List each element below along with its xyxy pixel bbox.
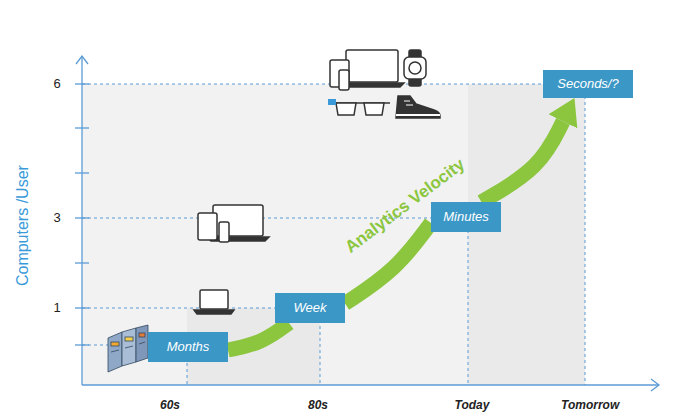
mainframe-cabinet <box>108 332 122 372</box>
axis-category: 80s <box>308 398 328 412</box>
axis-arrow <box>651 379 659 391</box>
phone-icon <box>339 70 349 90</box>
glasses-lens <box>336 103 356 115</box>
mainframe-cabinet <box>136 325 148 362</box>
axis-category: Tomorrow <box>561 398 619 412</box>
axis-title: Computers /User <box>12 165 31 286</box>
time-box: Week <box>275 293 345 323</box>
mainframe-detail <box>125 346 133 348</box>
laptop-icon <box>194 290 234 314</box>
plot-shade <box>468 84 585 385</box>
x-axis <box>82 384 659 385</box>
axis-category: 60s <box>160 398 180 412</box>
time-box: Minutes <box>431 202 501 232</box>
laptop-screen <box>200 290 228 309</box>
axis-tick <box>75 344 89 345</box>
velocity-arrow <box>228 323 289 350</box>
axis-tick <box>75 172 89 173</box>
sneaker-lace <box>404 101 410 102</box>
time-box: Months <box>148 332 228 362</box>
axis-tick <box>75 307 89 308</box>
time-box: Seconds/? <box>543 70 633 98</box>
mainframe-panel <box>125 337 133 341</box>
axis-value: 6 <box>54 76 61 92</box>
axis-arrow <box>76 56 88 64</box>
axis-tick <box>75 127 89 128</box>
mainframe-icon <box>108 325 148 372</box>
axes <box>75 56 659 391</box>
mainframe-panel <box>111 342 119 346</box>
axis-tick <box>75 262 89 263</box>
guide-line <box>468 218 469 385</box>
plot-shade <box>82 84 585 385</box>
sneaker-sole <box>396 114 440 116</box>
axis-tick <box>75 217 89 218</box>
mainframe-panel <box>139 333 145 337</box>
guide-lines <box>82 84 585 385</box>
laptop-screen <box>346 50 398 82</box>
guide-line <box>82 218 468 219</box>
guide-line <box>585 84 586 385</box>
mainframe-cabinet <box>122 328 136 366</box>
wearables-icon <box>328 50 440 118</box>
tablet-icon <box>198 213 217 240</box>
mainframe-detail <box>139 342 145 344</box>
axis-tick <box>75 83 89 84</box>
box-label: Seconds/? <box>557 76 618 92</box>
velocity-arrow <box>481 121 563 202</box>
sneaker-icon <box>396 96 440 118</box>
phone-icon <box>219 222 229 242</box>
mainframe-detail <box>111 350 119 352</box>
axis-category: Today <box>455 398 490 412</box>
glasses-lens <box>364 103 384 115</box>
axis-value: 1 <box>54 300 61 316</box>
watch-dial <box>409 62 421 74</box>
glasses-camera <box>328 99 336 105</box>
box-label: Minutes <box>443 209 489 225</box>
axis-value: 3 <box>54 210 61 226</box>
watch-face <box>404 57 426 79</box>
box-label: Months <box>167 339 210 355</box>
y-axis <box>81 56 82 385</box>
laptop-base <box>194 310 234 314</box>
box-label: Week <box>294 300 327 316</box>
sneaker-lace <box>406 105 413 106</box>
devices-icon <box>198 205 269 242</box>
